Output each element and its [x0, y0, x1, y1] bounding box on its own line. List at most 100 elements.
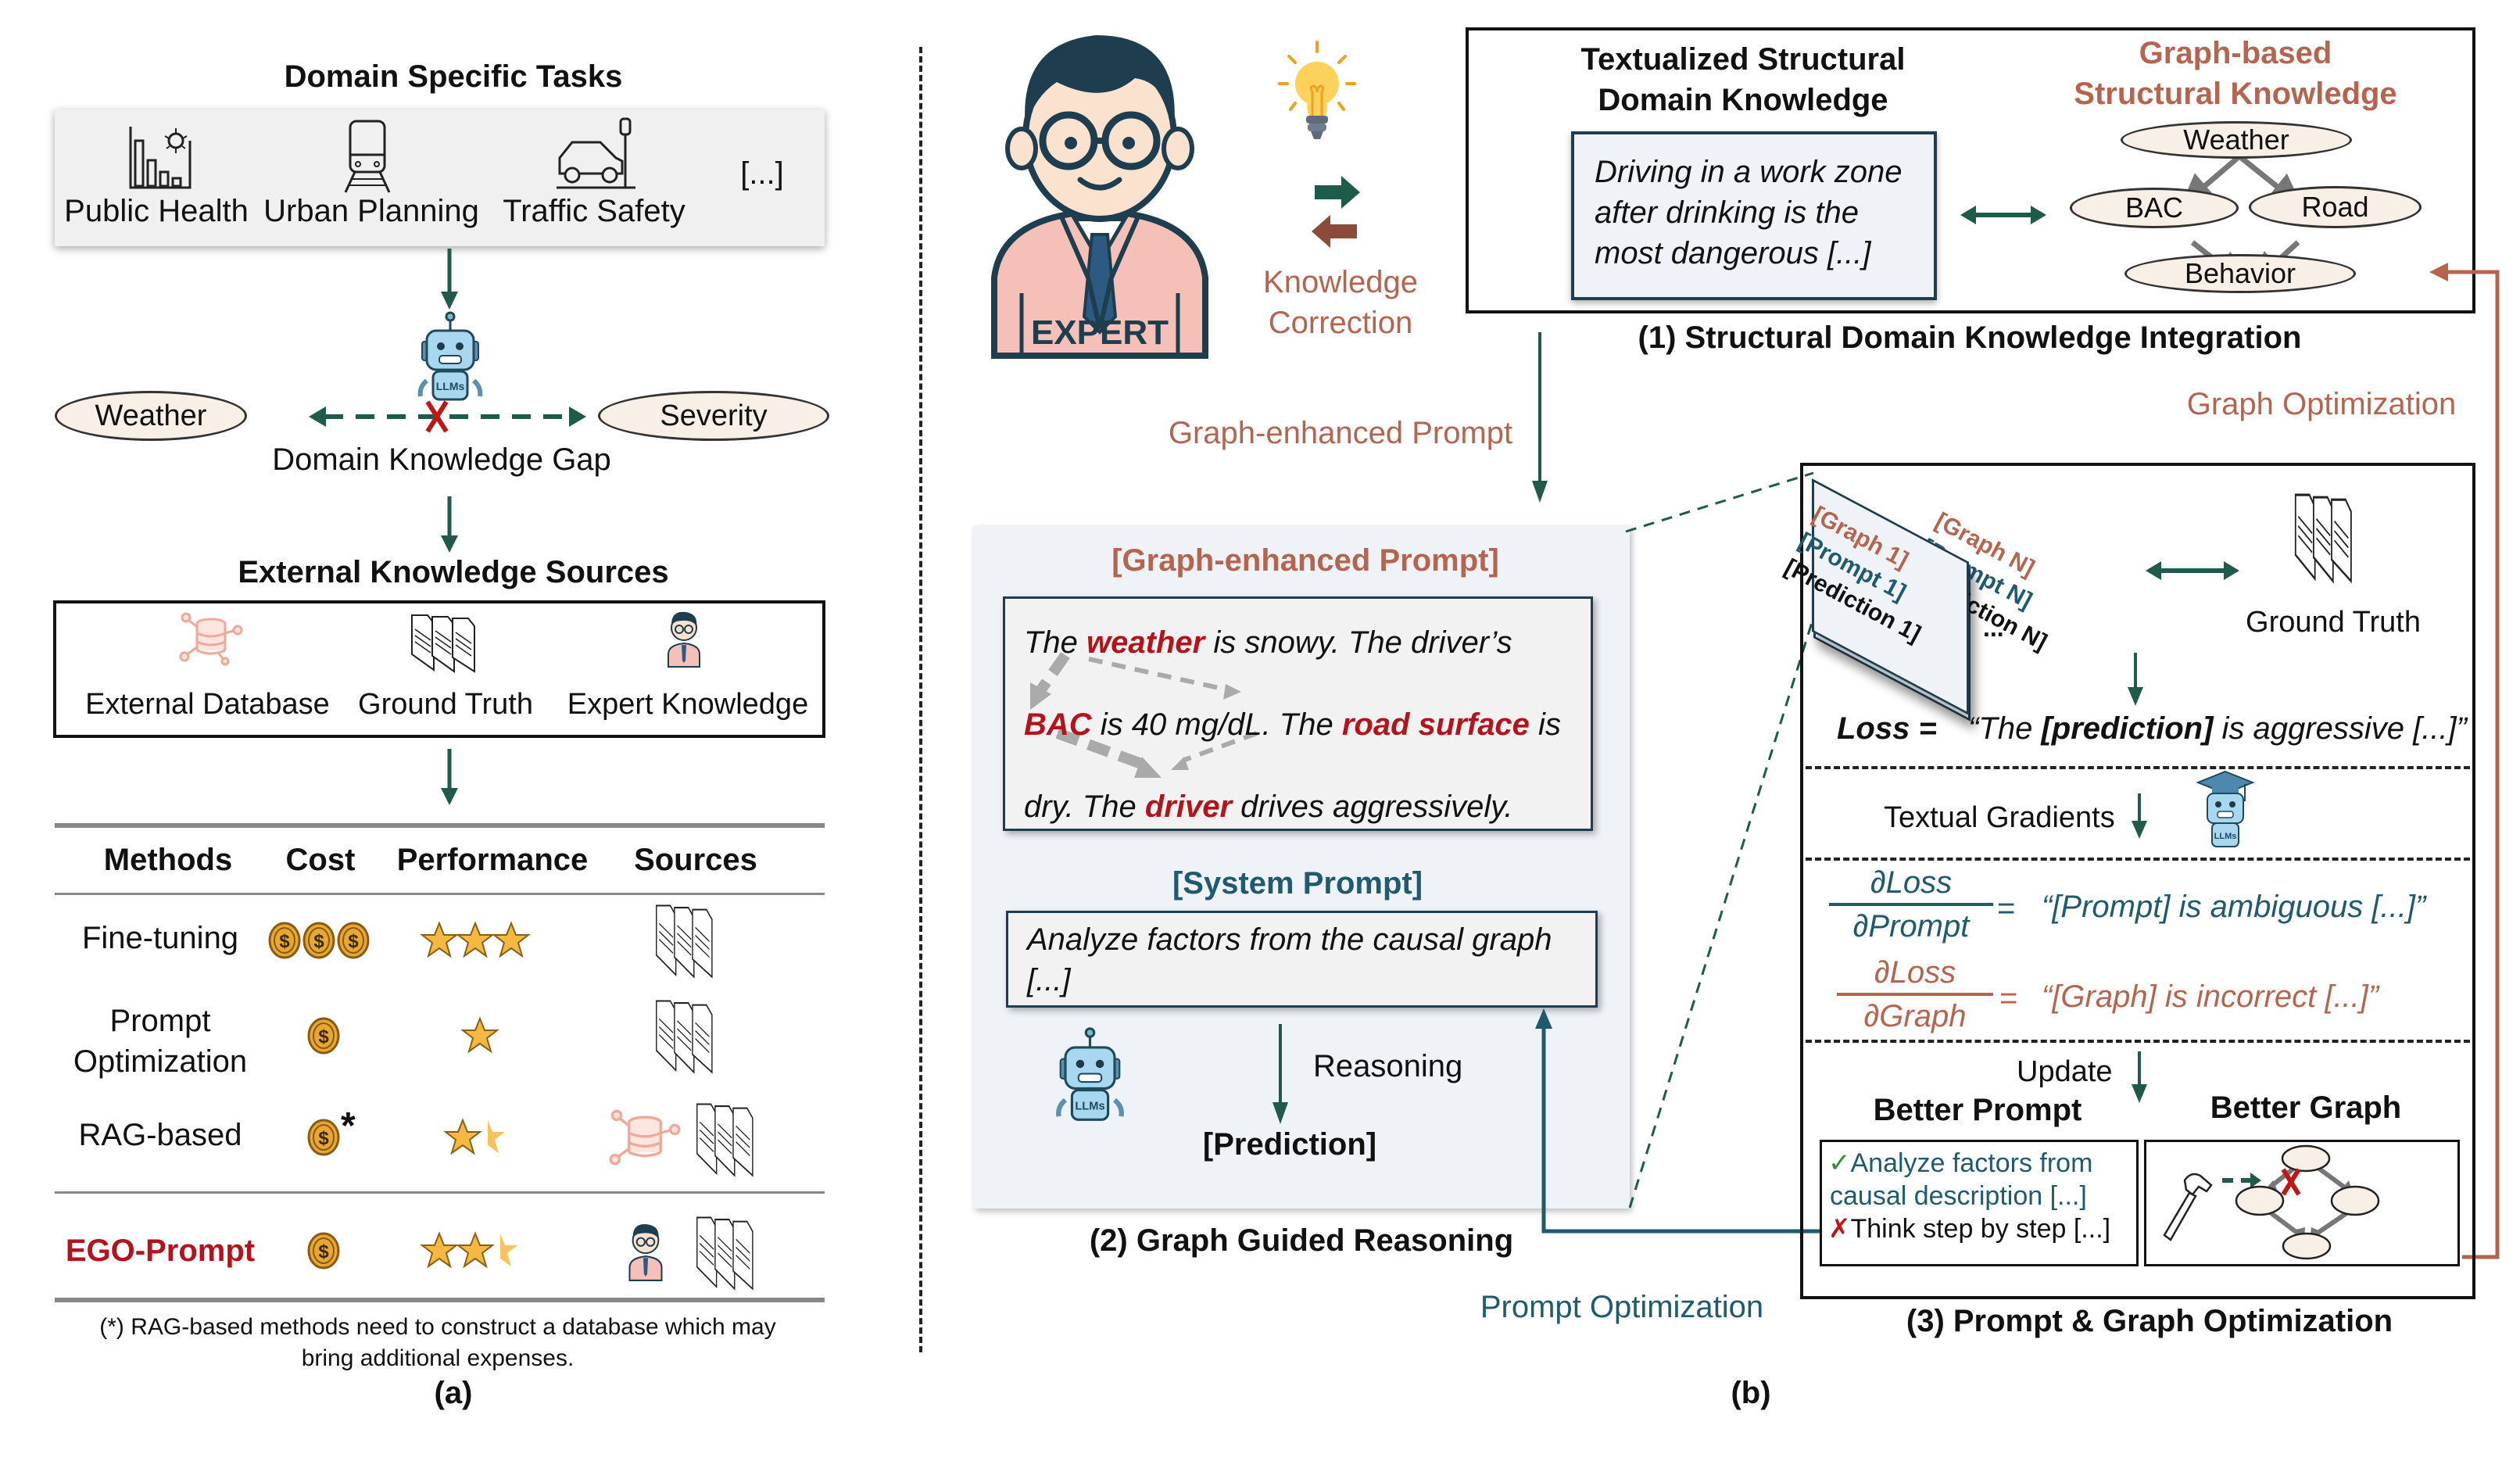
- prompt-line: dry. The driver drives aggressively.: [1024, 766, 1587, 848]
- prompt-text: drives aggressively.: [1232, 790, 1513, 824]
- task-label-traffic-safety: Traffic Safety: [503, 194, 685, 228]
- textual-gradients-label: Textual Gradients: [1884, 801, 2115, 834]
- graph-enhanced-prompt-label: Graph-enhanced Prompt: [1168, 416, 1513, 450]
- documents-icon: [656, 904, 713, 979]
- table-header-performance: Performance: [396, 843, 589, 877]
- textualized-knowledge-box: Driving in a work zone after drinking is…: [1571, 131, 1937, 300]
- domain-tasks-title: Domain Specific Tasks: [284, 59, 623, 94]
- prompt-text: The: [1024, 625, 1087, 660]
- prompt-line: The weather is snowy. The driver’s: [1024, 602, 1587, 684]
- loss-text-bold: [prediction]: [2041, 711, 2214, 746]
- hammer-icon: [2163, 1173, 2213, 1241]
- database-icon: [179, 612, 243, 666]
- zoom-connector-lines: [1625, 471, 1815, 1209]
- ground-truth-label: Ground Truth: [2246, 606, 2421, 639]
- table-top-rule: [55, 823, 825, 828]
- coin-icon: $: [337, 922, 370, 959]
- llm-robot-icon: LLMs: [1056, 1027, 1124, 1121]
- textualized-knowledge-title: Textualized Structural Domain Knowledge: [1524, 39, 1962, 120]
- cross-icon: ✗: [1828, 1214, 1851, 1244]
- better-prompt-title: Better Prompt: [1873, 1093, 2082, 1127]
- llm-robot-label: LLMs: [2214, 832, 2237, 841]
- method-line: Prompt: [109, 1004, 211, 1038]
- ground-truth-documents-icon: [2294, 493, 2352, 584]
- svg-text:$: $: [348, 931, 359, 952]
- footnote-line: (*) RAG-based methods need to construct …: [99, 1314, 776, 1340]
- grad-numerator: ∂Loss: [1874, 955, 1956, 990]
- task-label-urban-planning: Urban Planning: [263, 194, 479, 228]
- highlighted-factor: weather: [1086, 625, 1205, 660]
- update-label: Update: [2017, 1055, 2113, 1088]
- footnote-line: bring additional expenses.: [301, 1345, 575, 1371]
- domain-tasks-box: [55, 109, 825, 246]
- arrow-down-icon: [2132, 1051, 2147, 1103]
- table-header-sources: Sources: [634, 843, 757, 877]
- table-header-methods: Methods: [103, 843, 233, 877]
- section3-caption: (3) Prompt & Graph Optimization: [1906, 1304, 2393, 1338]
- method-rag-based: RAG-based: [78, 1118, 242, 1152]
- table-mid-rule: [55, 1191, 825, 1194]
- coin-icon: $: [268, 922, 301, 959]
- arrow-down-icon: [1096, 1024, 1097, 1025]
- svg-text:$: $: [318, 1241, 329, 1262]
- table-bottom-rule: [55, 1298, 825, 1302]
- bidirectional-arrow-icon: [2146, 561, 2239, 580]
- checkmark-icon: ✓: [1828, 1148, 1851, 1178]
- expert-icon: [628, 1223, 663, 1281]
- external-sources-box: [53, 600, 825, 738]
- arrow-left-icon: [1312, 215, 1357, 248]
- documents-icon: [696, 1216, 753, 1291]
- source-label-database: External Database: [85, 688, 330, 721]
- star-icon: [460, 1016, 499, 1054]
- caption-b: (b): [1731, 1376, 1771, 1410]
- grad-denominator: ∂Prompt: [1852, 909, 1970, 944]
- llm-robot-label: LLMs: [1075, 1101, 1104, 1113]
- system-prompt-line: Analyze factors from the causal graph: [1027, 922, 1552, 957]
- section2-caption: (2) Graph Guided Reasoning: [1089, 1223, 1514, 1258]
- better-graph-box: [2144, 1140, 2460, 1266]
- svg-text:$: $: [279, 931, 290, 952]
- car-crash-icon: [557, 117, 635, 189]
- bad-line: Think step by step [...]: [1850, 1214, 2111, 1244]
- grad-prompt-fraction: ∂Loss ∂Prompt: [1829, 864, 1993, 945]
- knowledge-line: most dangerous [...]: [1595, 236, 1871, 270]
- coin-icon: $: [307, 1232, 340, 1270]
- task-label-more: [...]: [740, 156, 784, 191]
- arrow-down-icon: [2132, 793, 2147, 839]
- graph-node-behavior: Behavior: [2124, 254, 2356, 293]
- prompt-causal-arrows: [1030, 651, 1258, 778]
- reasoning-arrow: [1273, 1024, 1288, 1124]
- loss-equation: Loss = “The [prediction] is aggressive […: [1837, 711, 2467, 747]
- better-prompt-good: ✓Analyze factors from: [1828, 1147, 2130, 1180]
- section1-caption: (1) Structural Domain Knowledge Integrat…: [1638, 321, 2302, 355]
- node-weather: Weather: [55, 391, 247, 441]
- good-line: causal description [...]: [1830, 1181, 2087, 1211]
- structural-knowledge-box: [1466, 27, 2475, 313]
- caption-a: (a): [434, 1376, 473, 1410]
- knowledge-correction-line: Knowledge: [1263, 265, 1418, 299]
- arrow-down-icon: [1532, 332, 1548, 503]
- task-label-public-health: Public Health: [64, 194, 249, 228]
- table-footnote: (*) RAG-based methods need to construct …: [47, 1312, 829, 1374]
- cross-icon: [425, 400, 449, 433]
- node-severity: Severity: [598, 391, 829, 441]
- knowledge-correction-label: Knowledge Correction: [1235, 262, 1446, 343]
- grad-graph-fraction: ∂Loss ∂Graph: [1837, 954, 1993, 1035]
- prompt-optimization-arrow: [1535, 1008, 1821, 1234]
- database-icon: [609, 1109, 681, 1166]
- loss-text-post: is aggressive [...]”: [2213, 711, 2467, 746]
- method-prompt-optimization: Prompt Optimization: [59, 1001, 262, 1082]
- panel-divider: [919, 47, 922, 1352]
- graph-enhanced-prompt-title: [Graph-enhanced Prompt]: [1111, 543, 1499, 578]
- knowledge-line: Driving in a work zone: [1595, 155, 1903, 189]
- prediction-label: [Prediction]: [1202, 1127, 1377, 1162]
- half-star-icon: [488, 1120, 505, 1153]
- method-ego-prompt: EGO-Prompt: [65, 1234, 256, 1268]
- better-prompt-bad: ✗Think step by step [...]: [1828, 1212, 2130, 1245]
- reasoning-label: Reasoning: [1313, 1049, 1463, 1083]
- broken-link-arrow-icon: [309, 400, 586, 433]
- documents-icon: [411, 614, 475, 673]
- good-line: Analyze factors from: [1850, 1148, 2093, 1178]
- external-sources-title: External Knowledge Sources: [238, 555, 669, 589]
- fraction-bar: [1837, 993, 1993, 996]
